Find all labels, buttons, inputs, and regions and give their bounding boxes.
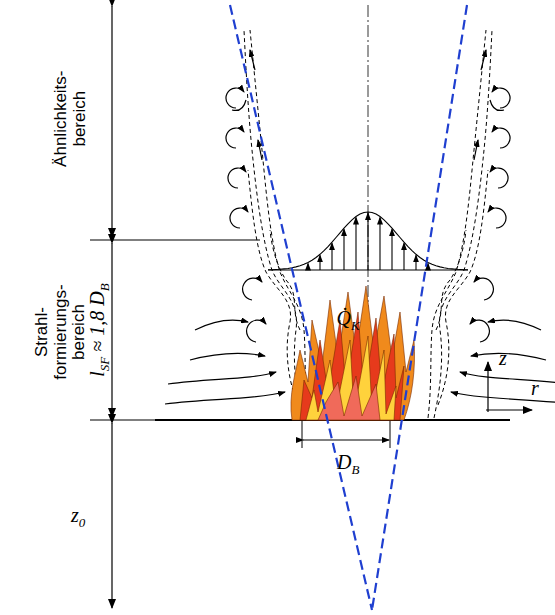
heat-release-label: Q̇K <box>337 307 360 329</box>
label-text: z <box>499 347 507 369</box>
coordinate-axes <box>486 362 532 412</box>
subscript: B <box>351 462 359 477</box>
eddy-flow <box>165 30 308 418</box>
label-text: bereich <box>70 70 89 166</box>
axis-label: z <box>499 347 507 369</box>
spreading-line <box>230 5 467 610</box>
diameter-dimension <box>302 420 390 448</box>
length-label: lSF≈ 1,8DB <box>85 281 107 378</box>
subscript: K <box>351 318 360 333</box>
label-text: r <box>531 377 539 399</box>
label-text: l <box>85 371 107 377</box>
region-dimension <box>90 6 260 608</box>
label-text: Strahl- <box>32 284 51 379</box>
subscript: B <box>96 283 111 291</box>
label-text: D <box>337 451 351 473</box>
diameter-label: DB <box>337 451 359 473</box>
label-text: Q̇ <box>337 307 351 329</box>
origin-offset-label: z0 <box>71 504 85 526</box>
axis-label: r <box>531 377 539 399</box>
flame <box>291 286 415 420</box>
label-text: formierungs- <box>51 284 70 379</box>
subscript: SF <box>96 357 111 371</box>
subscript: 0 <box>79 515 86 530</box>
label-text: D <box>85 291 107 305</box>
label-text: ≈ 1,8 <box>85 311 107 352</box>
region-label: Ähnlichkeits-bereich <box>52 70 89 166</box>
velocity-profile <box>268 212 468 270</box>
label-text: z <box>71 504 79 526</box>
region-label: Strahl-formierungs-bereich <box>32 284 88 379</box>
label-text: Ähnlichkeits- <box>52 70 71 166</box>
